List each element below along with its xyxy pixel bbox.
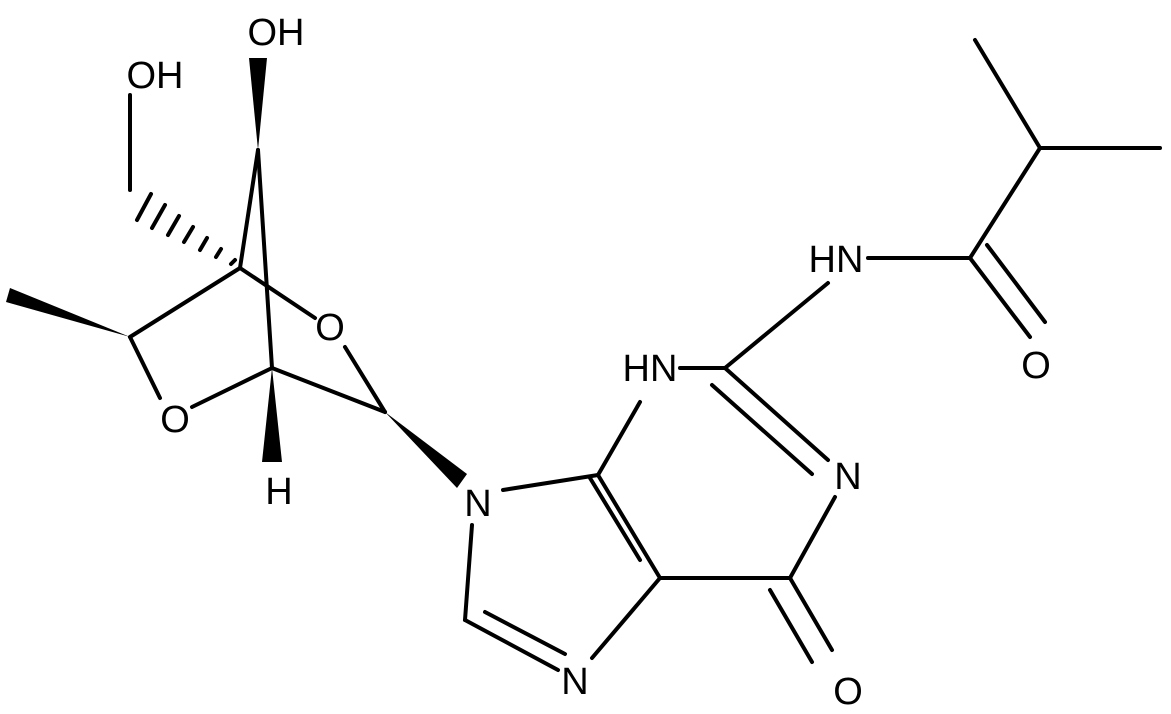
- bond-c-oh-to-quaternary: [238, 148, 260, 270]
- bonds: [128, 38, 1162, 672]
- bond-c2-n1-double: [710, 383, 814, 476]
- bond-carbonyl-to-ch: [968, 146, 1042, 260]
- bond-ch-to-anomeric: [270, 366, 387, 414]
- label-h-stereo: H: [265, 471, 292, 513]
- bond-carbonyl-to-o: [968, 256, 1032, 339]
- wedge-h: [262, 368, 282, 462]
- bond-c-oh-to-ch: [256, 148, 274, 370]
- bond-c2-to-n1: [723, 366, 830, 462]
- bond-c4-to-n3h: [596, 400, 642, 477]
- label-oh-top: OH: [248, 12, 305, 54]
- label-o-amide: O: [1021, 345, 1051, 387]
- wedges: [6, 58, 467, 488]
- wedge-oh-top: [249, 58, 267, 150]
- bond-c5-to-c4: [596, 473, 662, 580]
- bond-quaternary-to-o-bridge: [238, 266, 317, 320]
- bond-carbonyl-o-double: [985, 243, 1047, 324]
- hash-bond-ch2: [135, 192, 237, 266]
- label-oh-ch2: OH: [127, 55, 184, 97]
- bond-c2-to-nh-amide: [723, 281, 830, 370]
- bond-quaternary-to-cme: [128, 266, 242, 339]
- label-n-imidazole: N: [561, 661, 588, 703]
- label-n-pyrimidine: N: [834, 456, 861, 498]
- bond-c5-c4-double: [588, 476, 642, 562]
- bond-c6-o-double: [768, 588, 814, 664]
- bond-c8-to-n7: [463, 618, 560, 672]
- label-o-bridge: O: [315, 307, 345, 349]
- bond-n7-to-c5: [590, 576, 662, 660]
- bond-c6-to-o: [788, 576, 834, 652]
- label-n9: N: [464, 483, 491, 525]
- label-nh-amide: HN: [809, 239, 864, 281]
- bond-o-ring-to-ch: [190, 366, 274, 409]
- bond-cme-to-o-ring: [128, 335, 162, 400]
- wedge-methyl: [6, 288, 130, 337]
- bond-c8-n7-double: [483, 610, 567, 656]
- bond-c4-to-n9: [501, 473, 600, 492]
- bond-n1-to-c6: [788, 495, 837, 580]
- bond-ch-to-methyl-1: [973, 38, 1042, 150]
- wedge-anomeric-to-n9: [385, 412, 467, 488]
- label-nh-ring: HN: [623, 348, 678, 390]
- bond-o-bridge-to-anomeric: [343, 345, 387, 414]
- label-o-ring: O: [160, 399, 190, 441]
- bond-n9-to-c8: [463, 523, 474, 622]
- label-o-carbonyl-ring: O: [833, 671, 863, 713]
- atom-labels: OH OH O O H N HN N N O HN O: [127, 12, 1051, 713]
